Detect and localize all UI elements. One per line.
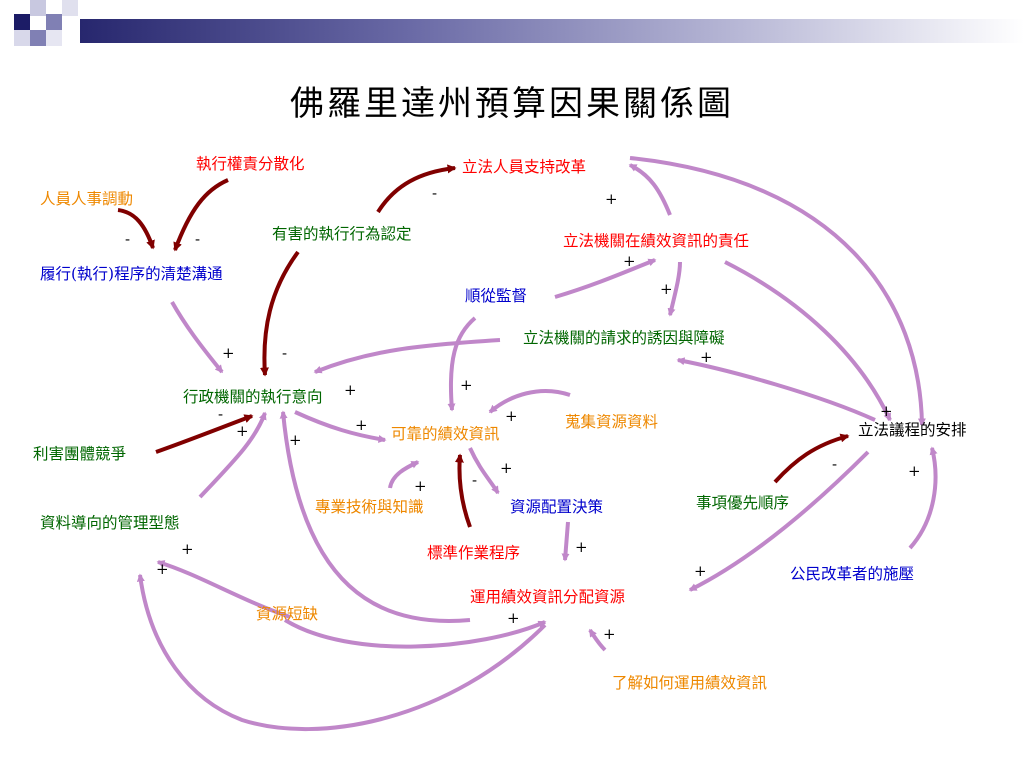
node-citizen-pressure: 公民改革者的施壓 — [790, 565, 915, 583]
polarity-sign: + — [660, 280, 673, 298]
polarity-sign: + — [414, 477, 427, 495]
polarity-sign: + — [181, 540, 194, 558]
polarity-sign: - — [125, 230, 131, 248]
polarity-sign: + — [908, 462, 921, 480]
polarity-sign: + — [344, 381, 357, 399]
polarity-sign: + — [880, 402, 893, 420]
node-use-performance: 運用績效資訊分配資源 — [470, 588, 626, 606]
header-square — [14, 30, 30, 46]
node-collect-data: 蒐集資源資料 — [565, 413, 659, 431]
polarity-sign: + — [156, 560, 169, 578]
node-reliable-info: 可靠的績效資訊 — [391, 425, 500, 443]
node-clear-communication: 履行(執行)程序的清楚溝通 — [40, 265, 223, 283]
polarity-sign: + — [236, 422, 249, 440]
header-square — [46, 14, 62, 30]
header-square — [46, 30, 62, 46]
node-leg-support: 立法人員支持改革 — [462, 158, 587, 176]
polarity-sign: + — [623, 252, 636, 270]
polarity-sign: + — [289, 431, 302, 449]
header-square — [14, 14, 30, 30]
node-resource-shortage: 資源短缺 — [256, 605, 319, 623]
polarity-sign: - — [832, 455, 838, 473]
polarity-sign: - — [432, 184, 438, 202]
node-exec-decentralize: 執行權責分散化 — [196, 155, 305, 173]
node-professional: 專業技術與知識 — [315, 498, 424, 516]
node-interest-competition: 利害團體競爭 — [33, 445, 127, 463]
header-square — [62, 0, 78, 16]
polarity-sign: + — [222, 344, 235, 362]
polarity-sign: - — [218, 405, 224, 423]
node-compliance: 順從監督 — [465, 287, 528, 305]
polarity-sign: + — [505, 407, 518, 425]
polarity-sign: + — [605, 190, 618, 208]
node-data-management: 資料導向的管理型態 — [40, 514, 180, 532]
node-sop: 標準作業程序 — [427, 544, 521, 562]
node-understand: 了解如何運用績效資訊 — [612, 674, 768, 692]
polarity-sign: - — [282, 344, 288, 362]
polarity-sign: + — [700, 348, 713, 366]
polarity-sign: + — [603, 625, 616, 643]
node-leg-incentive: 立法機關的請求的誘因與障礙 — [523, 329, 725, 347]
polarity-sign: - — [472, 471, 478, 489]
header-square — [30, 0, 46, 16]
polarity-sign: + — [460, 376, 473, 394]
polarity-sign: + — [355, 416, 368, 434]
node-priority: 事項優先順序 — [696, 494, 790, 512]
node-leg-responsibility: 立法機關在績效資訊的責任 — [563, 232, 750, 250]
node-allocation: 資源配置決策 — [510, 498, 604, 516]
header-square — [30, 30, 46, 46]
page-title: 佛羅里達州預算因果關係圖 — [290, 84, 734, 124]
node-agenda: 立法議程的安排 — [858, 421, 967, 439]
polarity-sign: + — [575, 538, 588, 556]
polarity-sign: + — [694, 562, 707, 580]
node-harmful-exec: 有害的執行行為認定 — [272, 225, 412, 243]
polarity-sign: + — [507, 609, 520, 627]
polarity-sign: - — [195, 230, 201, 248]
node-agency-intent: 行政機關的執行意向 — [183, 388, 323, 406]
polarity-sign: + — [500, 459, 513, 477]
header-gradient-bar — [80, 19, 1024, 43]
node-personnel: 人員人事調動 — [40, 190, 134, 208]
